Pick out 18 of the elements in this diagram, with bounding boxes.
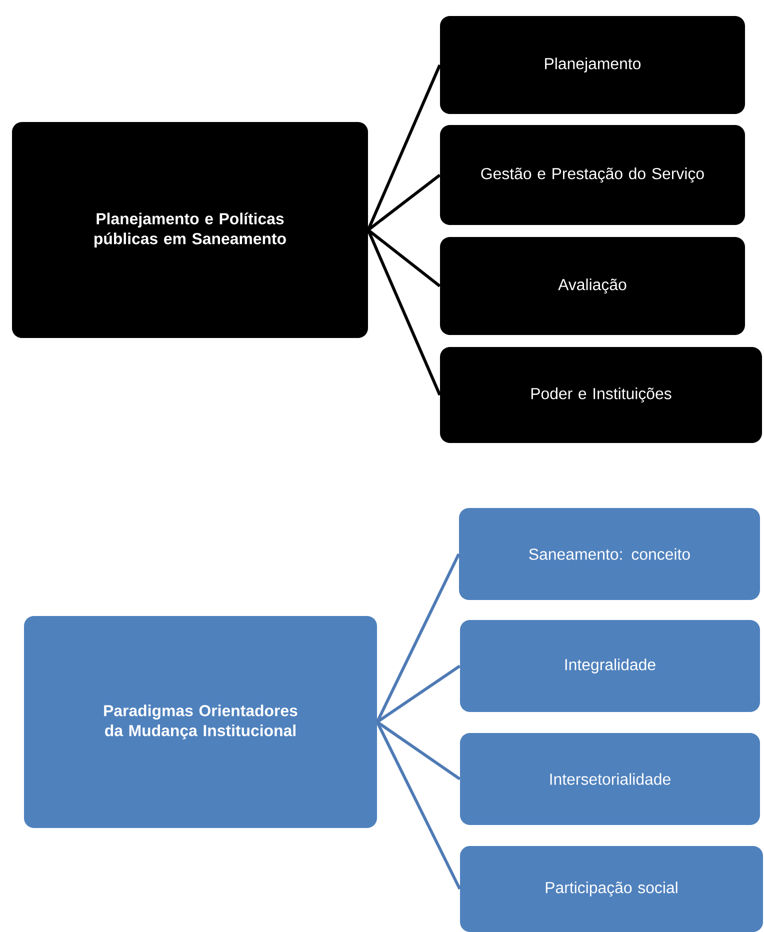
connector-line [367,228,441,288]
subtopic-box: Gestão e Prestação do Serviço [440,125,745,225]
topic-box: Paradigmas Orientadores da Mudança Institucional [24,616,377,828]
connector-line [366,64,442,231]
subtopic-box: Integralidade [460,620,760,712]
topic-box: Planejamento e Políticas públicas em Saneamento [12,122,368,338]
connector-line [376,553,460,723]
subtopic-box: Planejamento [440,16,745,114]
connector-line [376,664,461,724]
subtopic-box: Intersetorialidade [460,733,760,825]
connector-line [367,174,441,232]
subtopic-box: Participação social [460,846,763,932]
subtopic-box: Poder e Instituições [440,347,762,443]
connector-line [366,229,442,396]
connector-line [376,720,461,780]
connector-line [376,721,462,890]
subtopic-box: Avaliação [440,237,745,335]
subtopic-box: Saneamento: conceito [459,508,760,600]
